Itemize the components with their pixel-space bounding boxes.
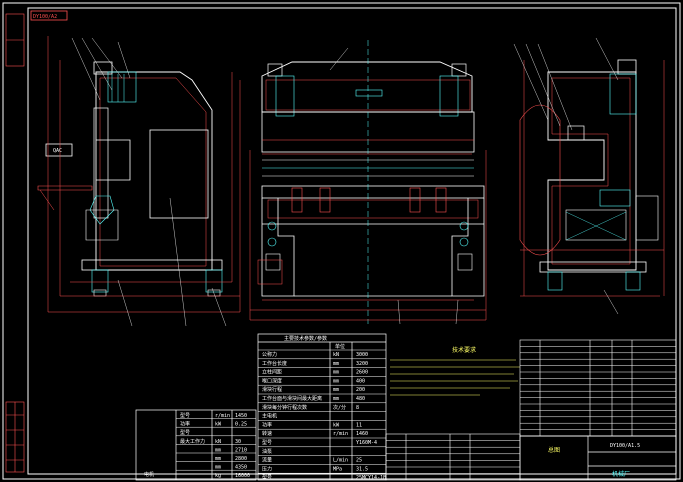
motor-row-unit: mm [215,456,221,462]
motor-row-unit: r/min [215,413,230,419]
title-block-company: 机械厂 [612,470,630,478]
param-unit: MPa [333,466,342,472]
param-unit: mm [333,378,339,384]
motor-row-label: 型号 [180,412,190,419]
motor-table-title: 电机 [144,471,154,478]
motor-row-unit: kN [215,439,221,445]
param-label: 油泵 [262,448,272,455]
param-unit: mm [333,370,339,376]
drawing-code-box [30,10,68,21]
title-block-name: 总图 [548,446,560,454]
param-value: 3200 [356,361,368,367]
param-label: 转速 [262,430,272,437]
param-label: 功率 [262,421,272,428]
param-value: Y160M-4 [356,440,377,446]
title-block-code: DY100/A1.5 [610,443,640,449]
param-label: 流量 [262,457,272,464]
motor-row-unit: kg [215,473,221,479]
param-label: 工作台长度 [262,360,287,367]
motor-row-value: 4350 [235,465,247,471]
motor-row-value: 0.25 [235,422,247,428]
param-label: 喉口深度 [262,377,282,384]
motor-row-value: 2800 [235,456,247,462]
param-value: 200 [356,387,365,393]
param-value: 3000 [356,352,368,358]
motor-row-value: 16000 [235,473,250,479]
param-value: 11 [356,422,362,428]
side-view-right [513,37,665,315]
motor-row-unit: kW [215,422,222,428]
param-label: 滑块行程 [262,386,282,393]
param-value: 25MCY14-1B [356,475,386,481]
parameter-table [257,333,387,481]
param-label: 型号 [262,439,272,446]
front-view [249,40,487,325]
notes-lines [390,359,520,396]
param-label: 工作台面与滑块间最大距离 [262,395,322,402]
param-label: 立柱间距 [262,369,282,376]
parts-list [519,339,677,437]
unit-header: 单位 [335,343,345,350]
motor-row-label: 功率 [180,421,190,428]
param-value: 1460 [356,431,368,437]
param-unit: mm [333,361,339,367]
lower-parts-rows [386,440,520,474]
param-label: 滑块每分钟行程次数 [262,404,307,411]
param-label: 公称力 [262,351,277,358]
motor-row-unit: mm [215,465,221,471]
param-value: 480 [356,396,365,402]
param-label: 压力 [262,465,272,472]
param-value: 2600 [356,370,368,376]
param-label: 型号 [262,474,272,481]
motor-row-value: 30 [235,439,241,445]
motor-row-unit: mm [215,447,221,453]
motor-row-label: 最大工作力 [180,438,205,445]
motor-row-label: 型号 [180,429,190,436]
param-unit: r/min [333,431,348,437]
motor-row-value: 1450 [235,413,247,419]
param-unit: kN [333,352,339,358]
param-unit: L/min [333,458,348,464]
drawing-code: DY100/A2 [33,14,57,20]
chiller-label: QAC [53,148,62,154]
param-value: 25 [356,458,362,464]
param-value: 31.5 [356,466,368,472]
parameter-table-title: 主要技术参数/参数 [284,335,327,342]
notes-title: 技术要求 [452,346,476,354]
param-label: 主电机 [262,413,277,420]
parts-list-lower [385,433,521,481]
motor-table [135,409,257,481]
param-value: 8 [356,405,359,411]
param-value: 400 [356,378,365,384]
binding-strip [5,13,25,473]
parts-rows [520,346,676,437]
param-unit: kW [333,422,340,428]
title-block [519,435,677,481]
param-unit: mm [333,387,339,393]
param-unit: 次/分 [333,404,346,411]
param-unit: mm [333,396,339,402]
side-view-left [37,36,241,327]
motor-row-value: 2710 [235,447,247,453]
